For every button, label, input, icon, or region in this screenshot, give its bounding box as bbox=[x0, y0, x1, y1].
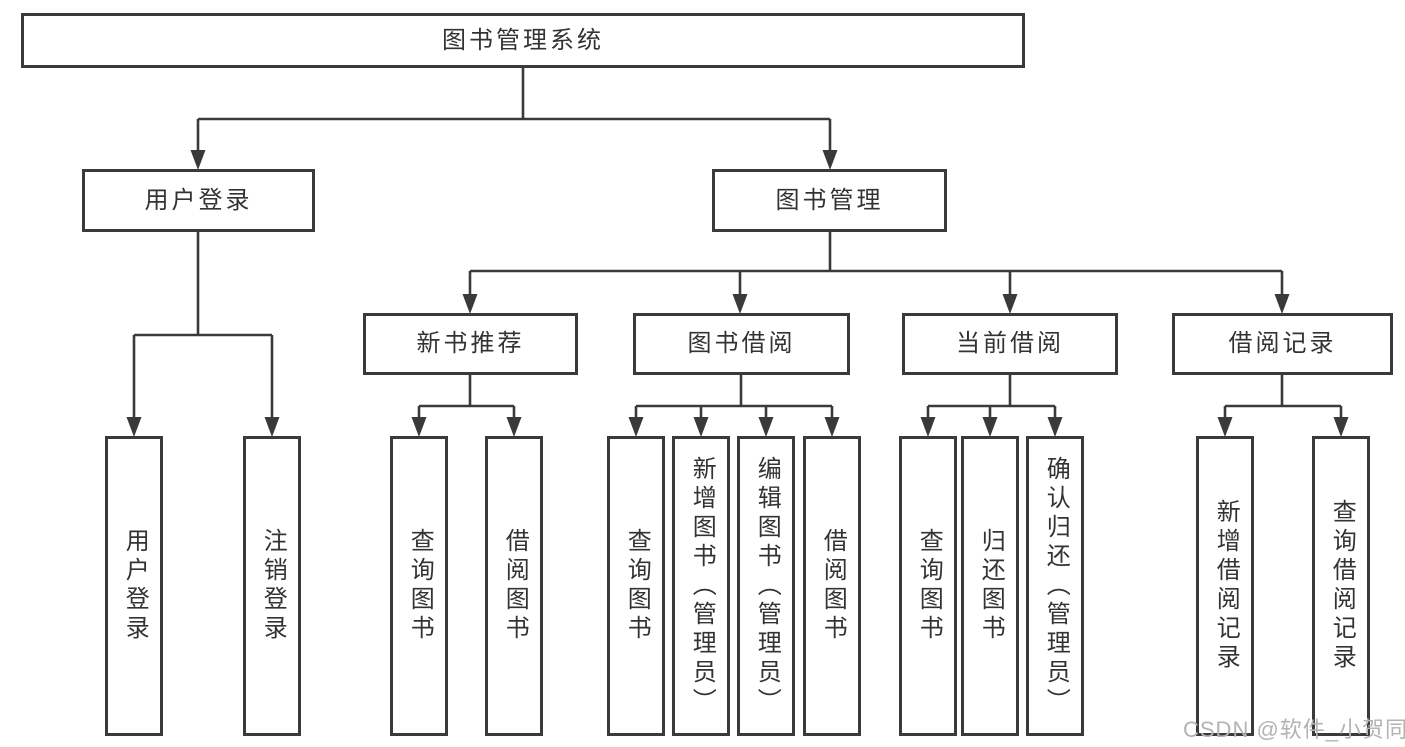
node-book-borrowing: 图书借阅 bbox=[633, 313, 850, 375]
node-logout-leaf-label: 注销登录 bbox=[259, 528, 287, 644]
node-confirm-return-admin: 确认归还（管理员） bbox=[1026, 436, 1084, 736]
node-user-login-leaf-label: 用户登录 bbox=[121, 528, 149, 644]
node-add-borrow-record-label: 新增借阅记录 bbox=[1212, 499, 1240, 673]
node-return-books-label: 归还图书 bbox=[977, 528, 1005, 644]
node-current-borrowing-label: 当前借阅 bbox=[956, 330, 1064, 358]
node-query-books-under-recommend: 查询图书 bbox=[390, 436, 448, 736]
node-edit-books-admin: 编辑图书（管理员） bbox=[737, 436, 795, 736]
node-add-books-admin: 新增图书（管理员） bbox=[672, 436, 730, 736]
node-new-book-recommend: 新书推荐 bbox=[363, 313, 578, 375]
node-add-books-admin-label: 新增图书（管理员） bbox=[688, 455, 716, 717]
node-user-login-label: 用户登录 bbox=[144, 186, 253, 214]
node-library-system-label: 图书管理系统 bbox=[442, 26, 604, 54]
node-query-books-under-borrowing: 查询图书 bbox=[607, 436, 665, 736]
node-logout-leaf: 注销登录 bbox=[243, 436, 301, 736]
node-book-management: 图书管理 bbox=[712, 169, 947, 232]
node-current-borrowing: 当前借阅 bbox=[902, 313, 1118, 375]
node-user-login-leaf: 用户登录 bbox=[105, 436, 163, 736]
node-query-books-under-recommend-label: 查询图书 bbox=[406, 528, 434, 644]
node-borrow-books-under-recommend: 借阅图书 bbox=[485, 436, 543, 736]
watermark-text: CSDN @软件_小贺同学 bbox=[1183, 717, 1405, 742]
node-borrow-books-under-recommend-label: 借阅图书 bbox=[501, 528, 529, 644]
node-borrowing-records-label: 借阅记录 bbox=[1228, 330, 1337, 358]
node-borrow-books-under-borrowing: 借阅图书 bbox=[803, 436, 861, 736]
node-query-books-under-current: 查询图书 bbox=[899, 436, 957, 736]
node-add-borrow-record: 新增借阅记录 bbox=[1196, 436, 1254, 736]
node-query-borrow-record: 查询借阅记录 bbox=[1312, 436, 1370, 736]
node-library-system: 图书管理系统 bbox=[21, 13, 1025, 68]
node-new-book-recommend-label: 新书推荐 bbox=[416, 330, 525, 358]
node-book-management-label: 图书管理 bbox=[775, 186, 884, 214]
node-query-books-under-borrowing-label: 查询图书 bbox=[623, 528, 651, 644]
node-edit-books-admin-label: 编辑图书（管理员） bbox=[753, 455, 781, 717]
node-book-borrowing-label: 图书借阅 bbox=[687, 330, 796, 358]
node-query-borrow-record-label: 查询借阅记录 bbox=[1328, 499, 1356, 673]
node-user-login: 用户登录 bbox=[82, 169, 315, 232]
node-borrow-books-under-borrowing-label: 借阅图书 bbox=[819, 528, 847, 644]
node-query-books-under-current-label: 查询图书 bbox=[915, 528, 943, 644]
node-return-books: 归还图书 bbox=[961, 436, 1019, 736]
node-confirm-return-admin-label: 确认归还（管理员） bbox=[1042, 455, 1070, 717]
node-borrowing-records: 借阅记录 bbox=[1172, 313, 1393, 375]
